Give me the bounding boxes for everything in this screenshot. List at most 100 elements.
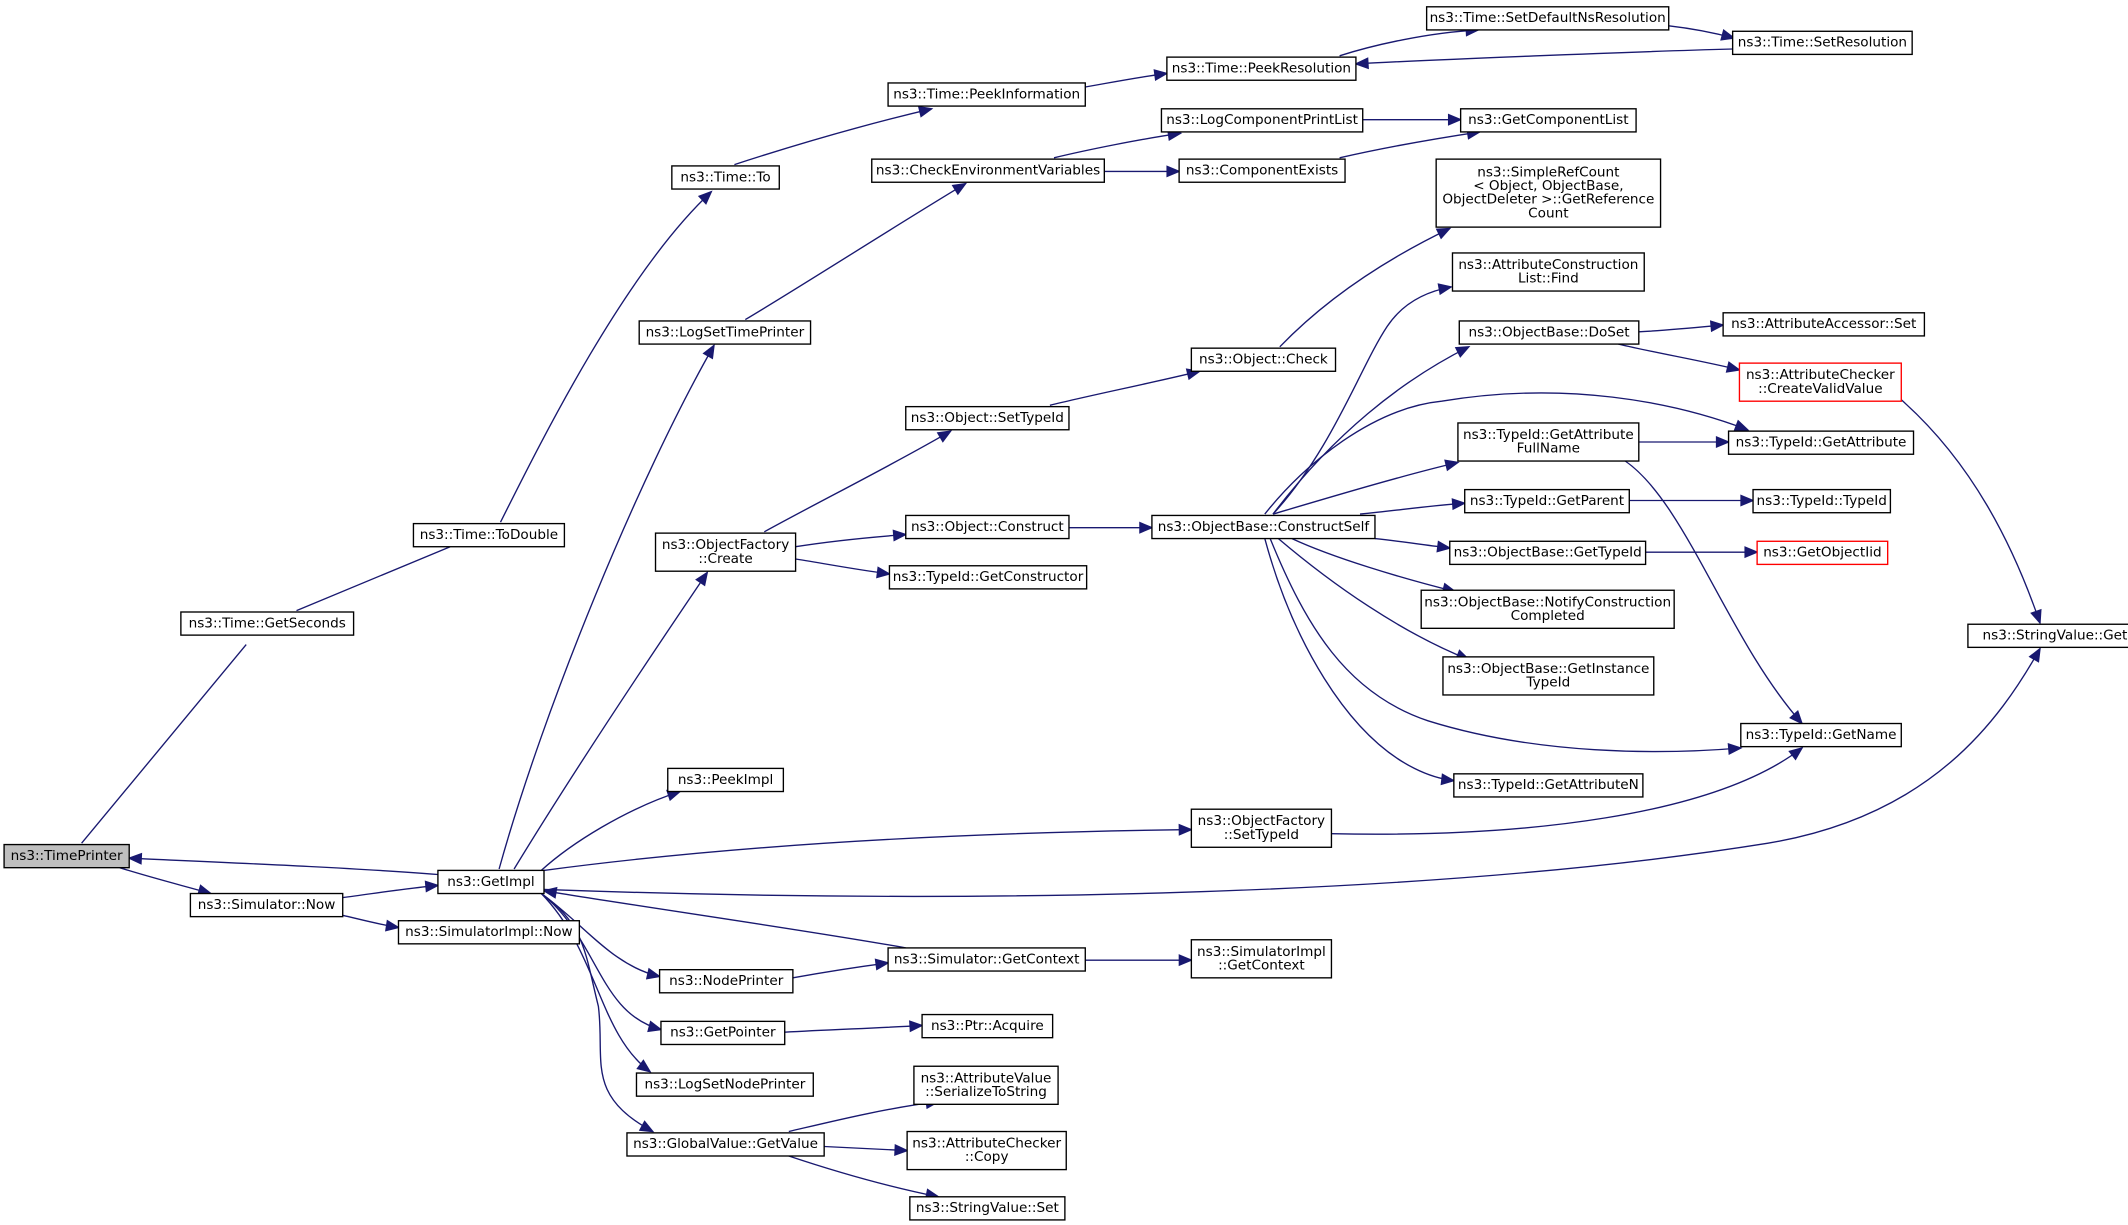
node-box[interactable] [180,611,355,636]
node-box[interactable] [1459,108,1637,133]
node-box[interactable] [888,565,1088,590]
node-GetSeconds[interactable]: ns3::Time::GetSeconds [180,611,355,636]
node-StringValueGet[interactable]: ns3::StringValue::Get [1967,623,2128,649]
node-box[interactable] [397,920,581,945]
node-GetConstructor[interactable]: ns3::TypeId::GetConstructor [888,565,1088,590]
node-box[interactable] [437,869,545,895]
node-PtrAcquire[interactable]: ns3::Ptr::Acquire [921,1013,1054,1039]
node-AttributeCheckerCopy[interactable]: ns3::AttributeChecker::Copy [906,1130,1067,1171]
node-GetAttribute[interactable]: ns3::TypeId::GetAttribute [1727,430,1915,455]
node-box[interactable] [909,1196,1066,1221]
node-LogComponentPrintList[interactable]: ns3::LogComponentPrintList [1160,108,1364,133]
node-LogSetTimePrinter[interactable]: ns3::LogSetTimePrinter [638,320,812,345]
node-box[interactable] [1425,6,1670,31]
node-box[interactable] [1449,540,1647,566]
node-box[interactable] [1190,939,1333,979]
node-box[interactable] [1731,30,1913,56]
node-GetObjectIid[interactable]: ns3::GetObjectIid [1756,540,1889,566]
node-box[interactable] [667,767,785,793]
node-PeekResolution[interactable]: ns3::Time::PeekResolution [1166,56,1357,81]
node-box[interactable] [913,1065,1059,1105]
node-TypeIdTypeId[interactable]: ns3::TypeId::TypeId [1752,488,1892,514]
node-box[interactable] [1151,514,1376,540]
node-box[interactable] [412,522,566,548]
node-box[interactable] [906,1130,1067,1171]
node-box[interactable] [1464,488,1630,514]
node-box[interactable] [1166,56,1357,81]
node-GetComponentList[interactable]: ns3::GetComponentList [1459,108,1637,133]
node-box[interactable] [635,1072,814,1097]
node-AccessorSet[interactable]: ns3::AttributeAccessor::Set [1722,312,1926,337]
node-box[interactable] [1722,312,1926,337]
node-SetDefaultNsResolution[interactable]: ns3::Time::SetDefaultNsResolution [1425,6,1670,31]
node-box[interactable] [1740,722,1902,748]
node-box[interactable] [1160,108,1364,133]
node-SimpleRefCount[interactable]: ns3::SimpleRefCount< Object, ObjectBase,… [1435,158,1662,228]
node-PeekImpl[interactable]: ns3::PeekImpl [667,767,785,793]
node-box[interactable] [1190,347,1337,372]
node-box[interactable] [658,968,794,994]
node-box[interactable] [905,405,1070,431]
node-CheckEnvironmentVariables[interactable]: ns3::CheckEnvironmentVariables [871,158,1106,183]
node-LogSetNodePrinter[interactable]: ns3::LogSetNodePrinter [635,1072,814,1097]
node-DoSet[interactable]: ns3::ObjectBase::DoSet [1458,320,1640,345]
node-SimulatorNow[interactable]: ns3::Simulator::Now [189,892,344,918]
node-box[interactable] [871,158,1106,183]
node-box[interactable] [1453,773,1644,798]
node-ObjectCheck[interactable]: ns3::Object::Check [1190,347,1337,372]
node-GetImpl[interactable]: ns3::GetImpl [437,869,545,895]
node-box[interactable] [189,892,344,918]
node-box[interactable] [1178,158,1346,183]
node-SetResolution[interactable]: ns3::Time::SetResolution [1731,30,1913,56]
node-PeekInformation[interactable]: ns3::Time::PeekInformation [887,82,1086,107]
node-ObjectFactoryCreate[interactable]: ns3::ObjectFactory::Create [654,532,797,572]
node-TypeIdGetName[interactable]: ns3::TypeId::GetName [1740,722,1902,748]
node-GetAttributeN[interactable]: ns3::TypeId::GetAttributeN [1453,773,1644,798]
node-box[interactable] [1442,656,1655,696]
node-box[interactable] [887,82,1086,107]
node-box[interactable] [1451,252,1645,292]
node-box[interactable] [887,947,1086,972]
node-ToDouble[interactable]: ns3::Time::ToDouble [412,522,566,548]
node-StringValueSet[interactable]: ns3::StringValue::Set [909,1196,1066,1221]
node-ConstructSelf[interactable]: ns3::ObjectBase::ConstructSelf [1151,514,1376,540]
node-SimulatorImplGetContext[interactable]: ns3::SimulatorImpl::GetContext [1190,939,1333,979]
node-box[interactable] [660,1020,786,1046]
node-box[interactable] [1457,422,1640,462]
node-box[interactable] [671,165,780,190]
node-box[interactable] [1458,320,1640,345]
node-box[interactable] [1756,540,1889,566]
node-NotifyConstructionCompleted[interactable]: ns3::ObjectBase::NotifyConstructionCompl… [1420,589,1675,629]
node-box[interactable] [3,843,130,869]
node-ObjectConstruct[interactable]: ns3::Object::Construct [905,514,1070,540]
node-box[interactable] [921,1013,1054,1039]
node-box[interactable] [1435,158,1662,228]
node-SimulatorGetContext[interactable]: ns3::Simulator::GetContext [887,947,1086,972]
node-box[interactable] [1738,362,1902,402]
node-TimePrinter[interactable]: ns3::TimePrinter [3,843,130,869]
node-box[interactable] [905,514,1070,540]
node-box[interactable] [1967,623,2128,649]
node-box[interactable] [1420,589,1675,629]
node-ObjectSetTypeId[interactable]: ns3::Object::SetTypeId [905,405,1070,431]
node-GlobalValueGetValue[interactable]: ns3::GlobalValue::GetValue [626,1132,825,1157]
node-box[interactable] [1190,808,1333,848]
node-NodePrinter[interactable]: ns3::NodePrinter [658,968,794,994]
node-SimulatorImplNow[interactable]: ns3::SimulatorImpl::Now [397,920,581,945]
node-GetPointer[interactable]: ns3::GetPointer [660,1020,786,1046]
node-box[interactable] [654,532,797,572]
node-box[interactable] [1752,488,1892,514]
node-box[interactable] [626,1132,825,1157]
node-box[interactable] [638,320,812,345]
node-ObjectBaseGetTypeId[interactable]: ns3::ObjectBase::GetTypeId [1449,540,1647,566]
node-ComponentExists[interactable]: ns3::ComponentExists [1178,158,1346,183]
node-CreateValidValue[interactable]: ns3::AttributeChecker::CreateValidValue [1738,362,1902,402]
node-SerializeToString[interactable]: ns3::AttributeValue::SerializeToString [913,1065,1059,1105]
node-ObjectFactorySetTypeId[interactable]: ns3::ObjectFactory::SetTypeId [1190,808,1333,848]
node-GetParent[interactable]: ns3::TypeId::GetParent [1464,488,1630,514]
node-box[interactable] [1727,430,1915,455]
node-TimeTo[interactable]: ns3::Time::To [671,165,780,190]
